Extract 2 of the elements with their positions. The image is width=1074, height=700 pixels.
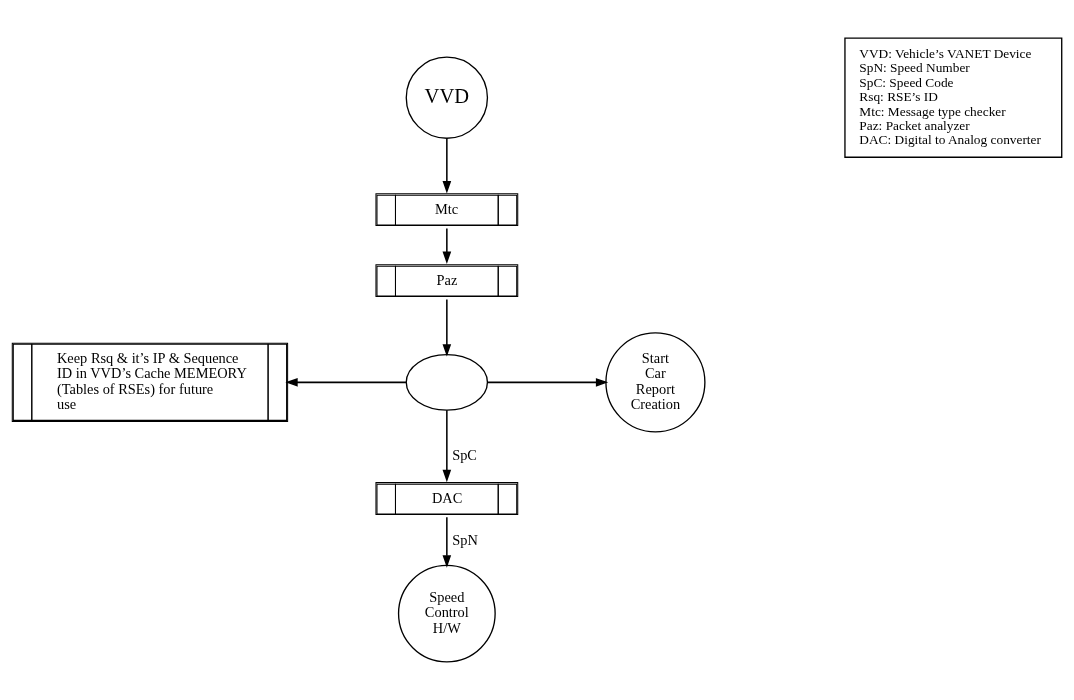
edge-label: SpC bbox=[452, 446, 477, 463]
edge-label: SpN bbox=[452, 531, 478, 548]
